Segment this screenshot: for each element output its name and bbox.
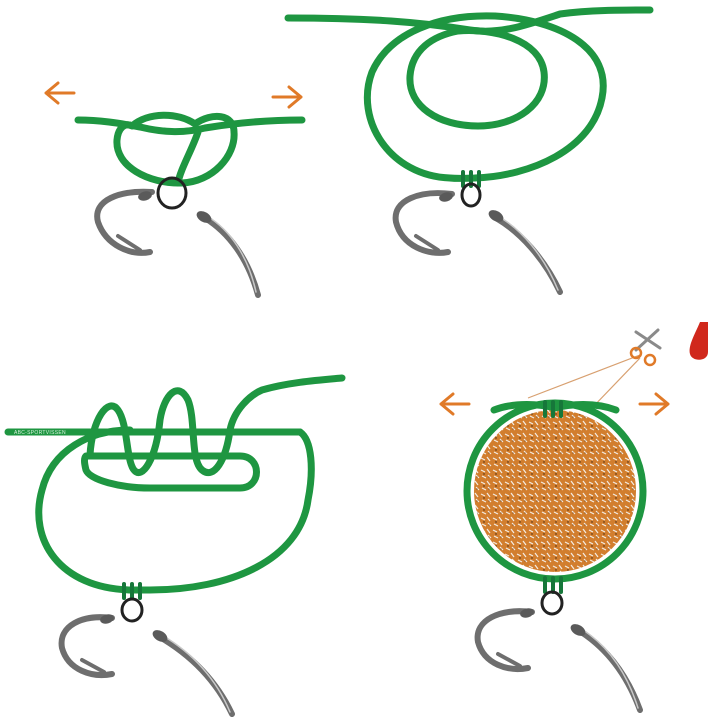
glue-drop-icon — [690, 322, 708, 360]
step-3-panel: ABC-SPORTVISSEN — [8, 378, 342, 714]
right-arrow-icon — [640, 394, 668, 414]
right-arrow-icon — [273, 87, 301, 107]
hook-icon — [396, 191, 560, 292]
fishing-line: ABC-SPORTVISSEN — [8, 378, 342, 598]
left-arrow-icon — [441, 394, 469, 414]
fishing-line — [288, 10, 650, 186]
step-4-panel — [441, 322, 708, 710]
ring-icon — [122, 599, 142, 621]
hook-icon — [478, 607, 640, 710]
boilie-bait-icon — [473, 409, 637, 573]
left-arrow-icon — [46, 83, 74, 103]
hook-icon — [62, 613, 232, 714]
step-2-panel — [288, 10, 650, 292]
fishing-line — [78, 115, 302, 183]
ring-icon — [542, 592, 562, 614]
scissors-icon — [528, 330, 660, 410]
step-1-panel — [46, 83, 302, 295]
line-label: ABC-SPORTVISSEN — [14, 430, 66, 436]
